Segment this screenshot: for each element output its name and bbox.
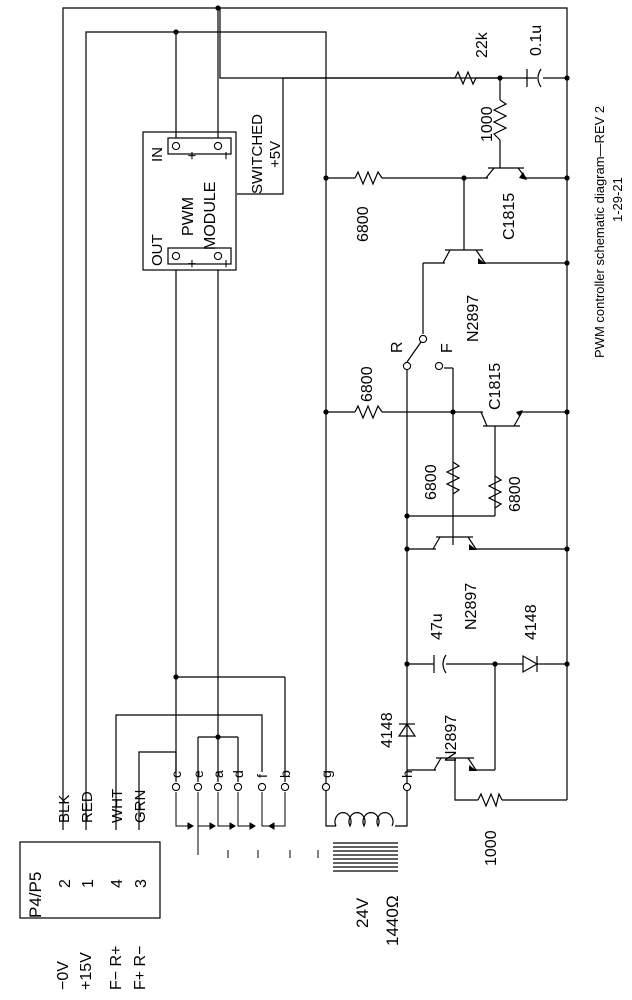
label-n2897-mid: N2897 xyxy=(463,583,480,630)
title-block: PWM controller schematic diagram—REV 2 1… xyxy=(592,106,625,358)
relay-coil: 24V 1440Ω xyxy=(333,812,402,946)
wire-label-blk: BLK xyxy=(56,795,73,823)
function-label-fp-rm: F+ R− xyxy=(132,946,149,990)
label-47u: 47u xyxy=(429,613,446,640)
label-6800-top: 6800 xyxy=(355,206,372,242)
pwm-in-minus: − xyxy=(218,151,235,160)
switch-label-f: F xyxy=(439,343,456,353)
resistor-6800-a: 6800 xyxy=(423,461,461,500)
function-label-0v: −0V xyxy=(55,961,72,990)
capacitor-47u: 47u xyxy=(429,613,447,674)
wire-label-grn: GRN xyxy=(132,790,149,823)
connector-pin-1: 2 xyxy=(57,879,74,888)
transistor-n2897-upper: N2897 xyxy=(442,249,486,342)
junction-dots xyxy=(173,5,570,740)
transistor-c1815-mid: C1815 xyxy=(480,363,523,427)
resistor-22k: 22k xyxy=(454,31,491,86)
transistor-n2897-mid: N2897 xyxy=(432,536,480,630)
pwm-out-label: OUT xyxy=(149,234,166,266)
resistor-1000-top: 1000 xyxy=(479,99,508,142)
resistor-6800-b: 6800 xyxy=(487,475,524,512)
resistor-6800-top: 6800 xyxy=(354,170,383,242)
wire-red xyxy=(85,31,327,830)
wire-label-red: RED xyxy=(79,791,96,823)
label-1000-bottom: 1000 xyxy=(483,830,500,866)
terminal-label-g: g xyxy=(318,770,334,778)
label-0-1u: 0.1u xyxy=(528,25,545,56)
label-4148-right: 4148 xyxy=(523,604,540,640)
connector-pin-2: 1 xyxy=(80,879,97,888)
pwm-module: IN OUT + − + − PWM MODULE SWITCHED +5V xyxy=(142,114,284,271)
pwm-in-label: IN xyxy=(149,147,166,162)
wire-label-wht: WHT xyxy=(109,789,126,823)
label-n2897-upper: N2897 xyxy=(465,295,482,342)
label-6800-a: 6800 xyxy=(423,464,440,500)
capacitor-0-1u: 0.1u xyxy=(526,25,545,88)
coil-voltage-label: 24V xyxy=(353,897,372,928)
terminal-label-h: h xyxy=(399,770,415,778)
diode-4148-right: 4148 xyxy=(522,604,540,674)
connector-name: P4/P5 xyxy=(26,872,45,918)
label-n2897-low: N2897 xyxy=(443,715,460,762)
connector-pin-3: 4 xyxy=(109,879,126,888)
diagram-date: 1-29-21 xyxy=(610,177,625,222)
switched-5v-line1: SWITCHED xyxy=(249,114,266,194)
transistor-c1815-top: C1815 xyxy=(485,160,527,240)
label-6800-b: 6800 xyxy=(507,476,524,512)
coil-resistance-label: 1440Ω xyxy=(383,895,402,946)
terminal-label-f: f xyxy=(254,774,270,778)
label-c1815-mid: C1815 xyxy=(487,363,504,410)
wire-switched-5v xyxy=(237,77,455,195)
switch-arms xyxy=(175,792,319,858)
pwm-out-minus: − xyxy=(218,259,235,268)
switch-block: c e a d f b g h xyxy=(168,770,415,858)
terminal-label-e: e xyxy=(190,770,206,778)
rf-switch: R F xyxy=(389,334,456,371)
connector-pin-4: 3 xyxy=(133,879,150,888)
terminal-label-c: c xyxy=(168,771,184,778)
function-label-15v: +15V xyxy=(78,952,95,990)
pwm-out-plus: + xyxy=(184,259,201,268)
label-1000-top: 1000 xyxy=(479,106,496,142)
terminal-label-d: d xyxy=(230,770,246,778)
label-4148-left: 4148 xyxy=(379,712,396,748)
wire-blk xyxy=(62,7,568,830)
terminal-label-a: a xyxy=(210,770,226,778)
function-label-fm-rp: F− R+ xyxy=(108,946,125,990)
label-22k: 22k xyxy=(474,31,491,58)
pwm-name-line1: PWM xyxy=(180,197,197,236)
diode-4148-left: 4148 xyxy=(379,712,417,748)
label-c1815-top: C1815 xyxy=(501,193,518,240)
connector-p4p5: P4/P5 2 1 4 3 BLK RED WHT GRN −0V +15V F… xyxy=(19,789,161,990)
switched-5v-line2: +5V xyxy=(267,141,284,168)
transistor-n2897-low: N2897 xyxy=(433,715,477,784)
label-6800-mid: 6800 xyxy=(359,366,376,402)
wire-wht xyxy=(115,714,263,830)
pwm-in-plus: + xyxy=(184,151,201,160)
diagram-title: PWM controller schematic diagram—REV 2 xyxy=(592,106,607,358)
terminal-label-b: b xyxy=(277,770,293,778)
resistor-6800-mid: 6800 xyxy=(354,366,383,420)
resistor-1000-bottom: 1000 xyxy=(477,792,503,866)
pwm-name-line2: MODULE xyxy=(202,182,219,250)
switch-label-r: R xyxy=(389,341,406,353)
